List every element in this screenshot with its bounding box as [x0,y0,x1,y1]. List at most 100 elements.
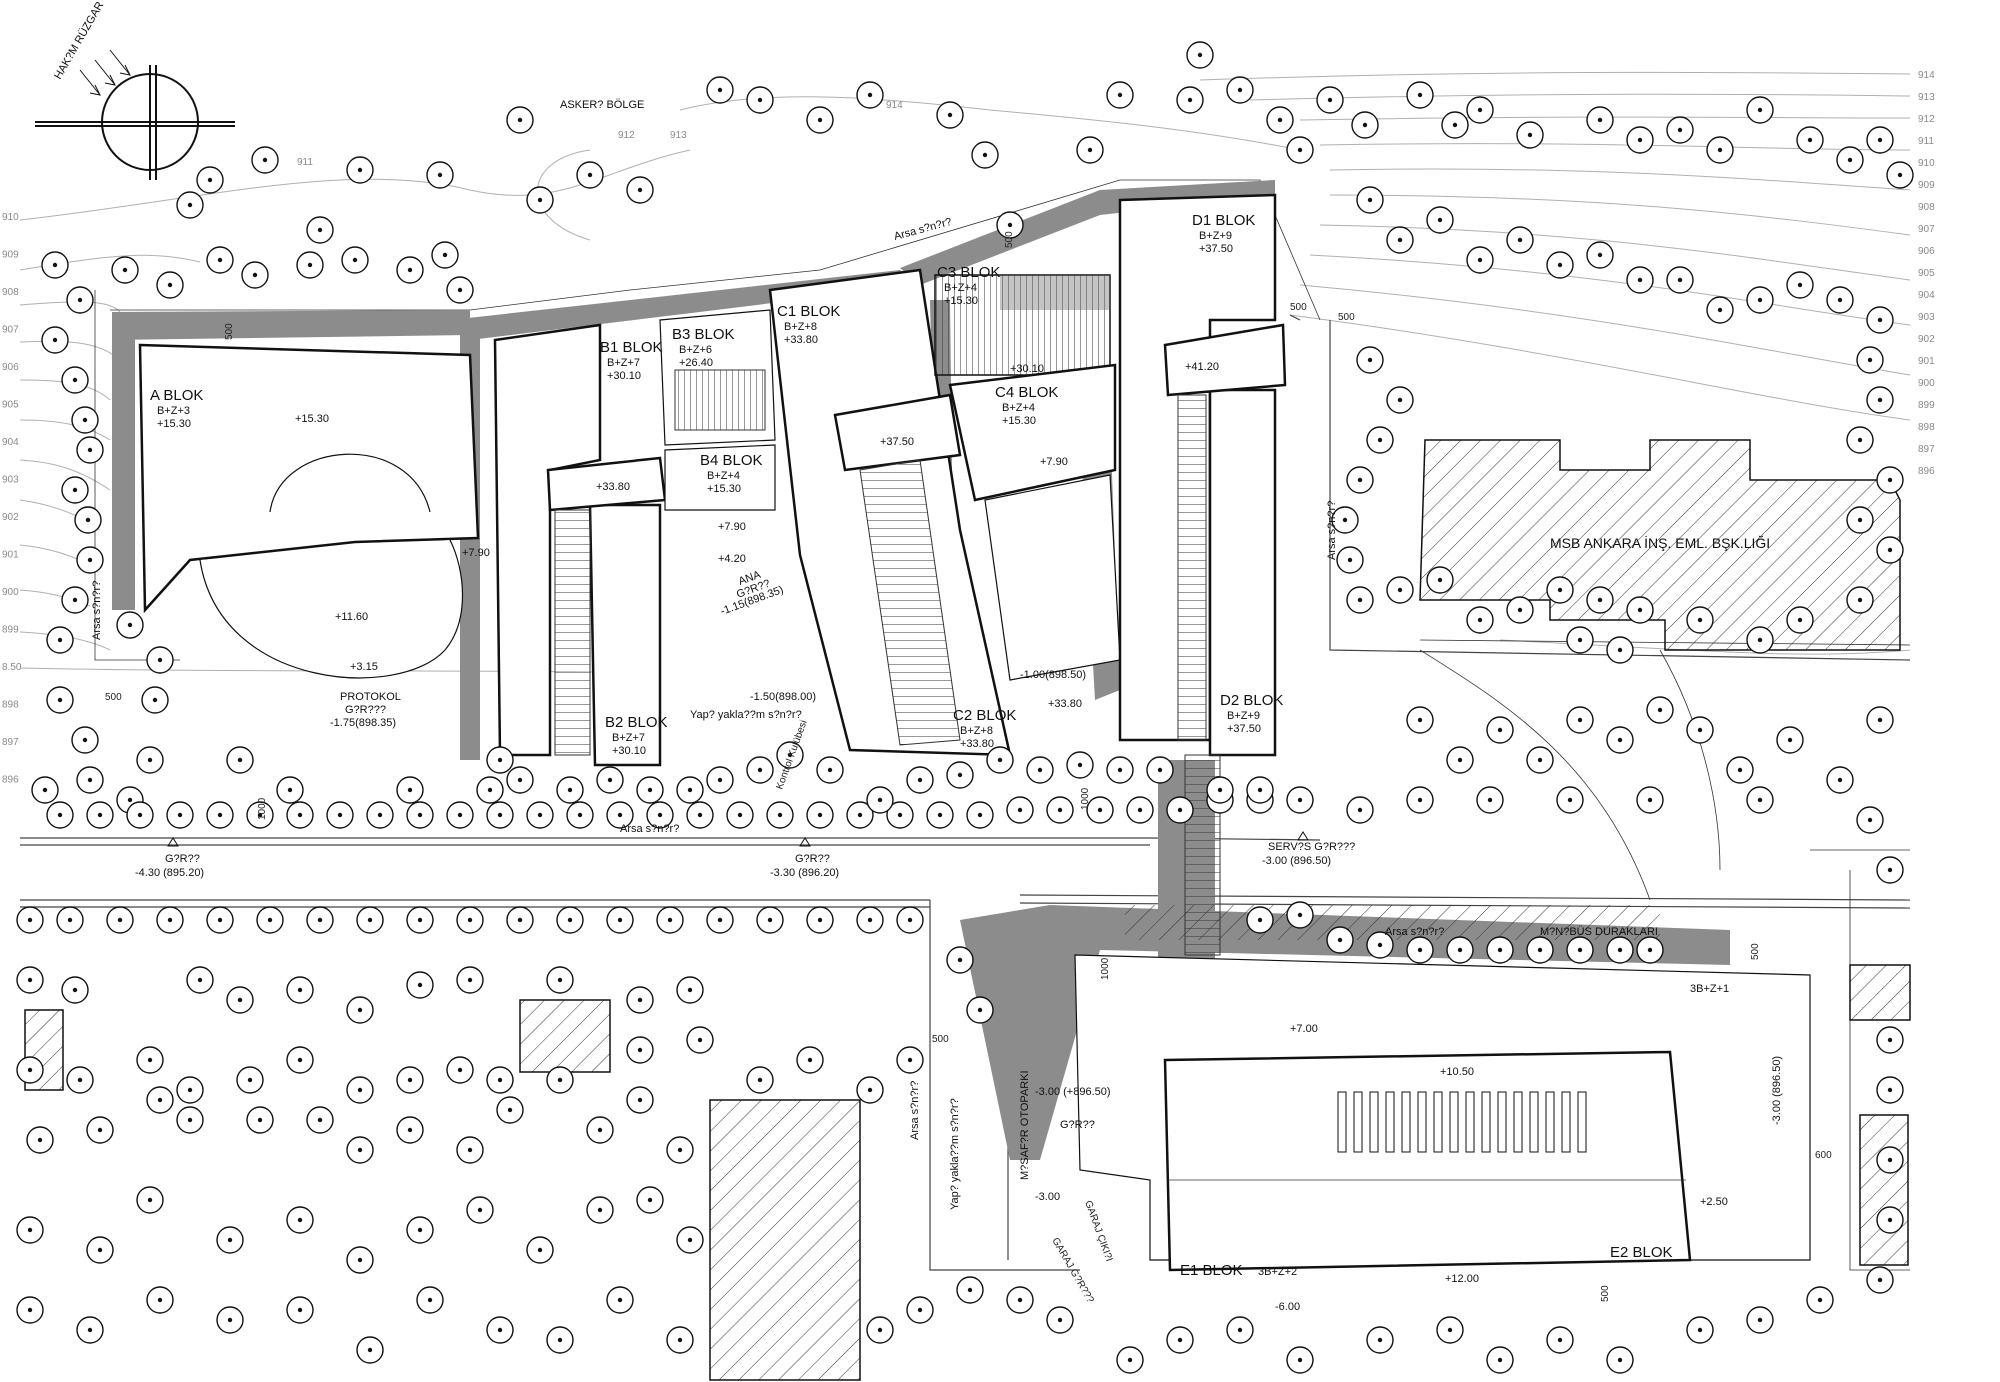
tree-icon [286,1296,314,1324]
tree-icon [1866,1266,1894,1294]
tree-icon [1846,586,1874,614]
block-name: E2 BLOK [1610,1244,1673,1261]
contour-label: 898 [1918,422,1935,433]
tree-icon [26,1126,54,1154]
tree-icon [356,1336,384,1364]
tree-icon [1106,81,1134,109]
dim-10: 600 [1815,1150,1832,1161]
boundary-right: Arsa s?n?r? [1326,501,1338,560]
tree-icon [456,906,484,934]
block-level: +37.50 [1199,243,1233,255]
dim-11: 500 [1600,1285,1611,1302]
tree-icon [1166,796,1194,824]
tree-icon [1626,266,1654,294]
dim-7: 500 [932,1034,949,1045]
tree-icon [446,1056,474,1084]
tree-icon [1006,1286,1034,1314]
tree-icon [1446,746,1474,774]
tree-icon [1286,786,1314,814]
block-floors: B+Z+7 [612,732,645,744]
skylight-slot [1577,1091,1587,1153]
tree-icon [61,976,89,1004]
tree-icon [776,741,804,769]
c3-top [1000,275,1110,310]
tree-icon [1546,1326,1574,1354]
tree-icon [1606,636,1634,664]
level-c3-low: +30.10 [1010,363,1044,375]
tree-icon [216,1226,244,1254]
tree-icon [1346,796,1374,824]
block-floors: B+Z+9 [1227,710,1260,722]
tree-icon [846,801,874,829]
tree-icon [1346,586,1374,614]
tree-icon [1866,126,1894,154]
tree-icon [1846,506,1874,534]
block-name: C4 BLOK [995,384,1058,401]
block-level: +15.30 [157,418,191,430]
tree-icon [606,1286,634,1314]
e-block-roof [1163,1050,1692,1272]
approach-limit-vertical: Yap? yakla??m s?n?r? [949,1098,961,1210]
tree-icon [76,436,104,464]
entrance-triangle-icon-3 [1297,831,1309,841]
tree-icon [296,251,324,279]
contour-label: 901 [1918,356,1935,367]
level-b4-low: +7.90 [718,521,746,533]
tree-icon [966,801,994,829]
tree-icon [176,1076,204,1104]
tree-icon [1806,1286,1834,1314]
tree-icon [1436,1316,1464,1344]
tree-icon [16,906,44,934]
contour-label: 905 [1918,268,1935,279]
level-c-bridge: +37.50 [880,436,914,448]
contour-label: 899 [2,625,19,636]
c-bridge [833,393,962,472]
tree-icon [116,611,144,639]
tree-icon [476,776,504,804]
d-bridge [1163,323,1287,397]
tree-icon [996,211,1024,239]
tree-icon [1566,626,1594,654]
tree-icon [1426,566,1454,594]
tree-icon [706,906,734,934]
contour-label: 909 [1918,180,1935,191]
contour-labels-right: 9149139129119109099089079069059049039029… [1918,70,1935,477]
tree-icon [1066,751,1094,779]
tree-icon [1606,1346,1634,1374]
tree-icon [1856,346,1884,374]
dim-4: 1000 [257,797,268,820]
tree-icon [1746,286,1774,314]
tree-icon [1546,576,1574,604]
tree-icon [61,476,89,504]
military-zone-label: ASKER? BÖLGE [560,99,644,111]
tree-icon [546,1066,574,1094]
tree-icon [1466,246,1494,274]
tree-icon [1876,536,1904,564]
giris1-line1: G?R?? [165,853,200,865]
tree-icon [946,761,974,789]
block-level: +37.50 [1227,723,1261,735]
tree-icon [86,801,114,829]
trees [16,41,1914,1374]
tree-icon [1466,96,1494,124]
tree-icon [286,801,314,829]
tree-icon [41,326,69,354]
tree-icon [1046,1306,1074,1334]
tree-icon [16,966,44,994]
tree-icon [1866,386,1894,414]
tree-icon [1006,796,1034,824]
tree-icon [746,86,774,114]
tree-icon [346,156,374,184]
dim-6: 500 [1290,302,1307,313]
level-c4-low: +7.90 [1040,456,1068,468]
tree-icon [676,976,704,1004]
tree-icon [396,776,424,804]
boundary-lower: Arsa s?n?r? [909,1081,921,1140]
b4-block [664,444,776,511]
tree-icon [1876,1206,1904,1234]
tree-icon [1046,796,1074,824]
tree-icon [141,686,169,714]
block-name: C3 BLOK [937,264,1000,281]
tree-icon [1646,696,1674,724]
tree-icon [86,1236,114,1264]
